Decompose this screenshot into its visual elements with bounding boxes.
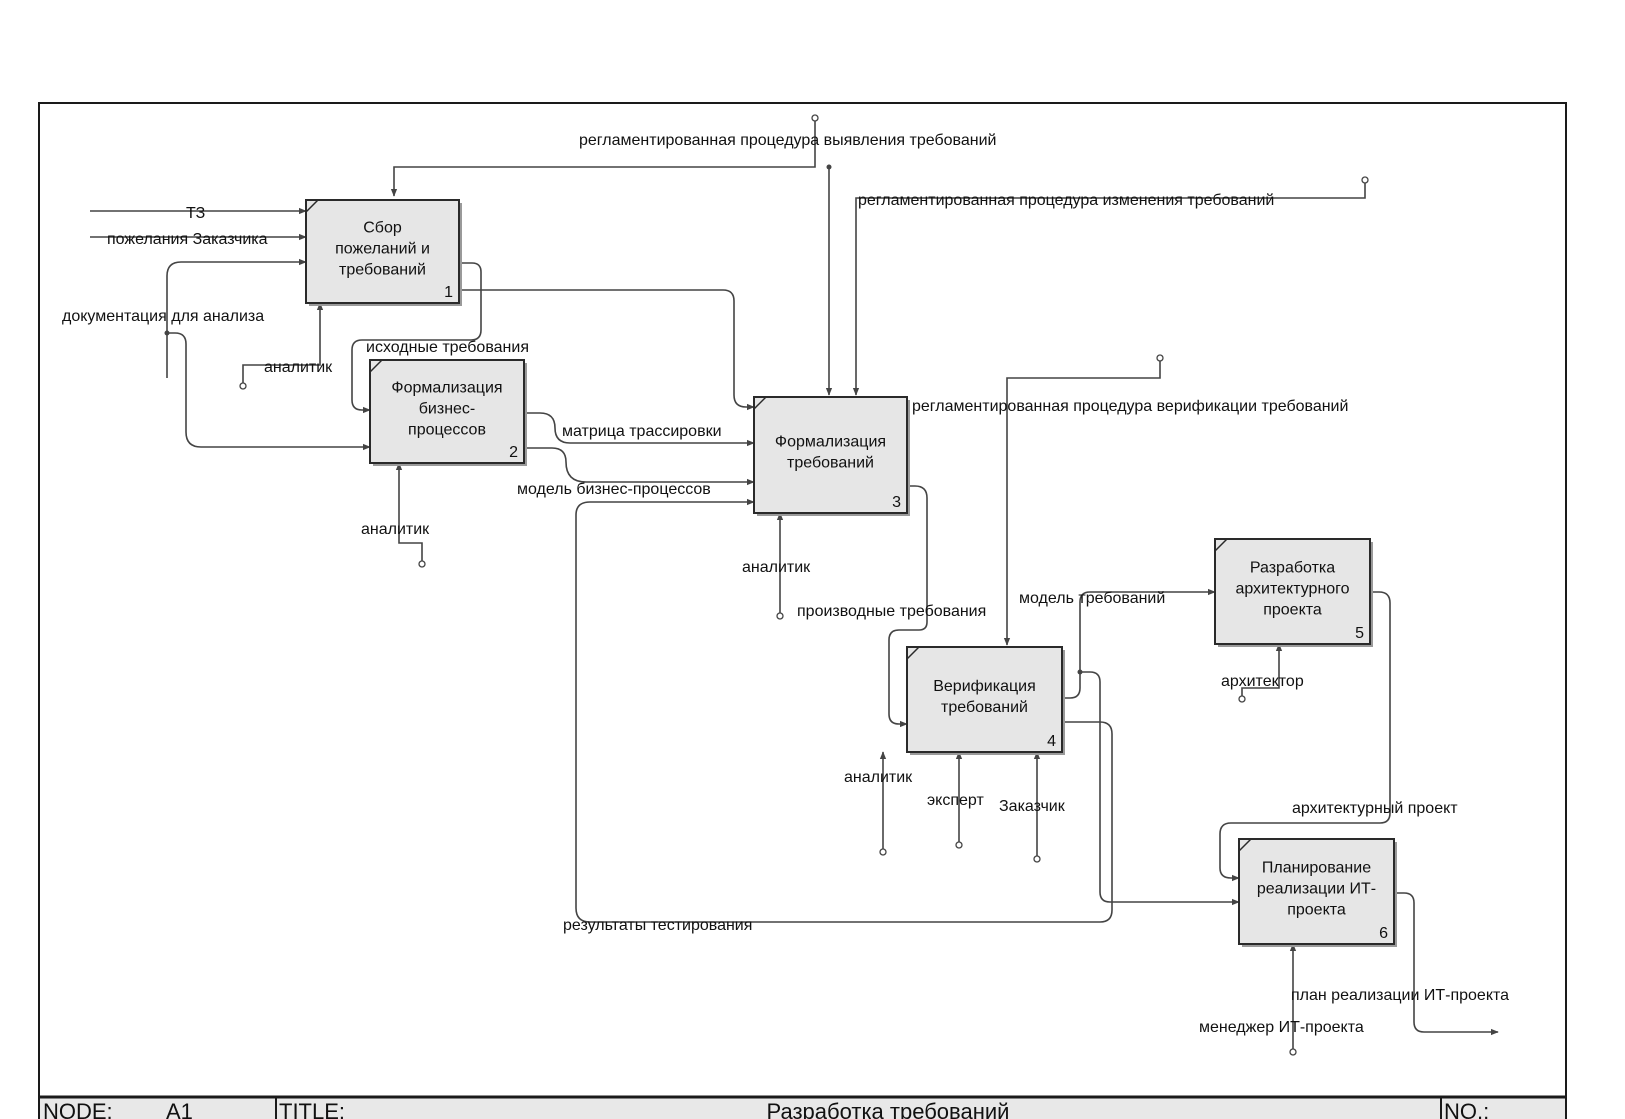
arrow-out-plan (1394, 892, 1499, 1036)
label-mech-expert: эксперт (927, 792, 984, 809)
label-bp-model: модель бизнес-процессов (517, 481, 711, 498)
arrow-ctrl-elicit (390, 118, 816, 197)
arrow-mech-analyst-1 (242, 302, 324, 384)
box-title-line: Планирование (1262, 860, 1371, 877)
title-label: TITLE: (279, 1099, 345, 1119)
label-req-model: модель требований (1019, 590, 1165, 607)
label-ctrl-elicit: регламентированная процедура выявления т… (579, 132, 996, 149)
node-label: NODE: (43, 1099, 113, 1119)
arrow-req-model (1062, 588, 1216, 699)
activity-box-3: Формализация требований 3 (753, 396, 910, 516)
arrow-b4-to-b6 (1080, 671, 1240, 906)
box-number: 3 (892, 494, 901, 511)
box-title-line: Сбор (363, 220, 402, 237)
arrow-in-docs (166, 258, 307, 378)
activity-box-2: Формализация бизнес-процессов 2 (369, 359, 527, 466)
box-title-line: проекта (1287, 902, 1346, 919)
label-ctrl-verify: регламентированная процедура верификации… (912, 398, 1348, 415)
node-value: A1 (166, 1099, 193, 1119)
box-title-line: архитектурного (1235, 581, 1349, 598)
arrow-b1-to-b3 (459, 289, 755, 411)
arrow-test-results (575, 498, 1113, 923)
label-mech-customer: Заказчик (999, 798, 1066, 815)
arrow-arch-project (1219, 591, 1391, 882)
arrow-bp-model (524, 447, 755, 486)
label-ctrl-change: регламентированная процедура изменения т… (858, 192, 1274, 209)
arrow-in-docs-to-b2 (167, 332, 371, 451)
box-title-line: требований (339, 262, 426, 279)
box-title-line: Разработка (1250, 560, 1335, 577)
box-title-line: процессов (408, 422, 486, 439)
label-mech-analyst-4: аналитик (844, 769, 913, 786)
arrow-mech-analyst-2 (395, 462, 423, 562)
arrow-initial-req (351, 262, 482, 414)
box-number: 6 (1379, 925, 1388, 942)
label-mech-analyst-2: аналитик (361, 521, 430, 538)
arrows (90, 114, 1499, 1056)
activity-box-1: Сбор пожеланий и требований 1 (305, 199, 462, 306)
box-number: 1 (444, 284, 453, 301)
box-title-line: Формализация (391, 380, 502, 397)
box-title-line: реализации ИТ- (1257, 881, 1376, 898)
no-label: NO.: (1444, 1099, 1489, 1119)
activity-box-5: Разработка архитектурного проекта 5 (1214, 538, 1373, 647)
label-mech-architect: архитектор (1221, 673, 1304, 690)
label-in-tz: ТЗ (186, 205, 205, 222)
arrow-ctrl-change (852, 180, 1366, 396)
label-in-docs: документация для анализа (62, 308, 264, 325)
label-in-wishes: пожелания Заказчика (107, 231, 268, 248)
label-mech-manager: менеджер ИТ-проекта (1199, 1019, 1364, 1036)
label-test-results: результаты тестирования (563, 917, 752, 934)
box-title-line: Верификация (933, 678, 1036, 695)
label-out-plan: план реализации ИТ-проекта (1291, 987, 1509, 1004)
box-title-line: проекта (1263, 602, 1322, 619)
label-arch-project: архитектурный проект (1292, 800, 1458, 817)
box-number: 4 (1047, 733, 1056, 750)
box-title-line: бизнес- (419, 401, 476, 418)
label-derived-req: производные требования (797, 603, 986, 620)
arrow-derived-req (888, 485, 928, 728)
activity-box-6: Планирование реализации ИТ-проекта 6 (1238, 838, 1397, 947)
activity-box-4: Верификация требований 4 (906, 646, 1065, 755)
label-initial-req: исходные требования (366, 339, 529, 356)
box-title-line: пожеланий и (335, 241, 430, 258)
box-number: 5 (1355, 625, 1364, 642)
label-matrix: матрица трассировки (562, 423, 722, 440)
arrow-labels: регламентированная процедура выявления т… (62, 132, 1509, 1036)
label-mech-analyst-1: аналитик (264, 359, 333, 376)
arrow-matrix (524, 412, 755, 447)
box-title-line: требований (941, 699, 1028, 716)
arrow-ctrl-verify (1003, 358, 1161, 646)
title-block: NODE: A1 TITLE: Разработка требований NO… (38, 1095, 1567, 1119)
box-title-line: требований (787, 455, 874, 472)
arrow-mech-architect (1241, 643, 1283, 697)
label-mech-analyst-3: аналитик (742, 559, 811, 576)
title-value: Разработка требований (767, 1099, 1010, 1119)
box-title-line: Формализация (775, 434, 886, 451)
box-number: 2 (509, 444, 518, 461)
